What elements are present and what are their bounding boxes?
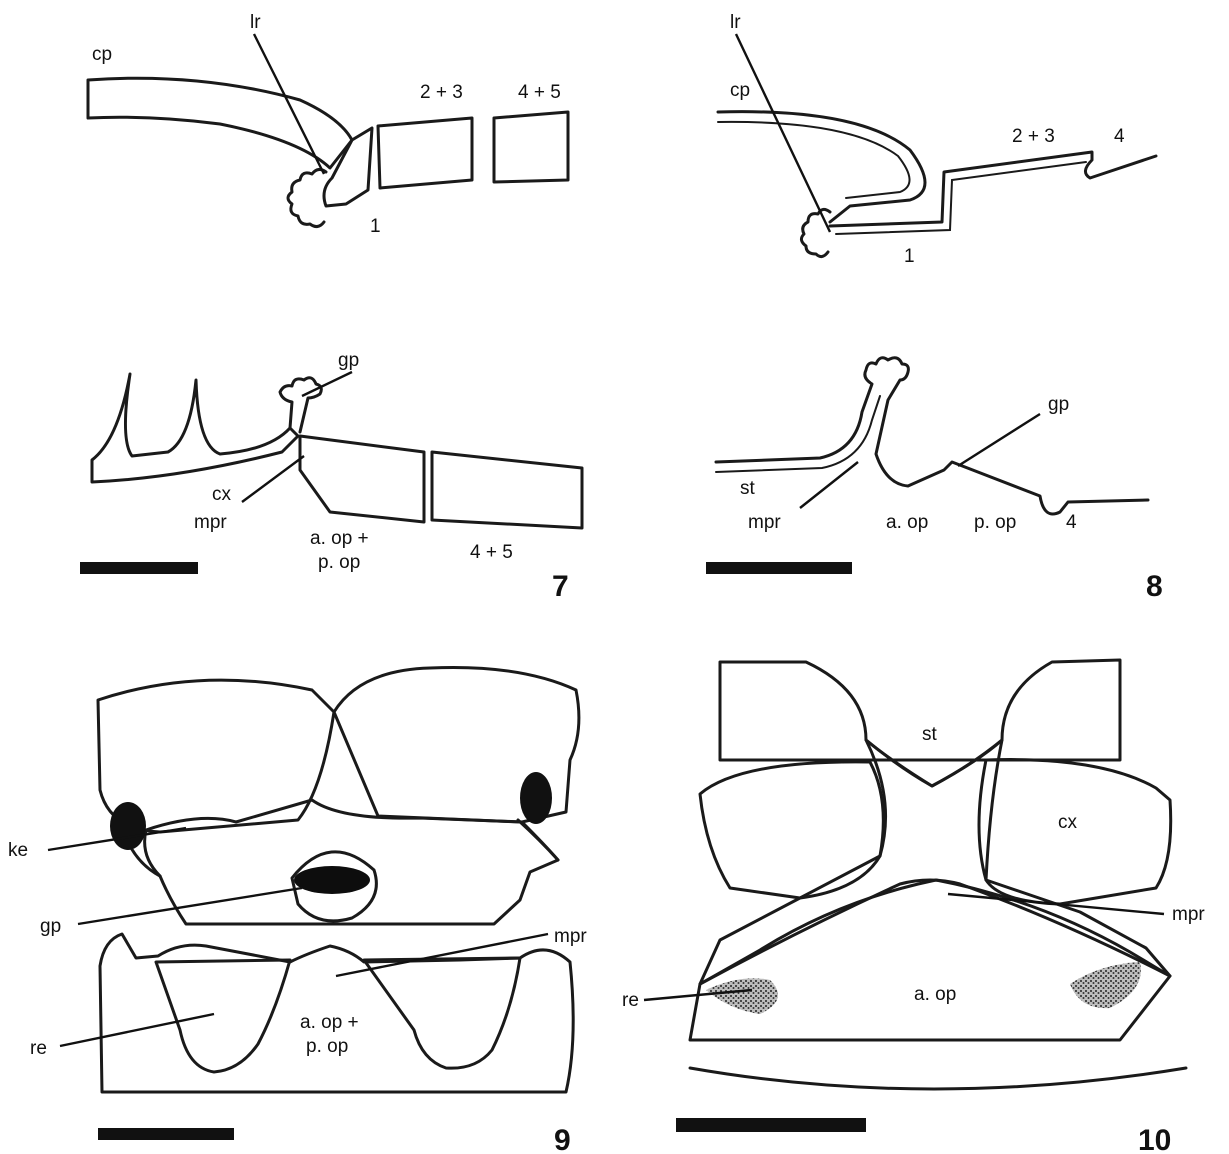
fig10-number: 10 (1138, 1124, 1171, 1154)
fig9-label-re: re (30, 1038, 47, 1059)
fig9-label-mpr: mpr (554, 926, 587, 947)
fig7-label-pop: p. op (318, 552, 360, 573)
fig9-sternal-area (145, 800, 558, 924)
fig7-coxa (92, 374, 298, 482)
fig7-label-gp: gp (338, 350, 359, 371)
fig10-label-mpr: mpr (1172, 904, 1205, 925)
fig9-left-dark-patch (110, 802, 146, 850)
fig10-mpr-leader (948, 894, 1164, 914)
fig8-label-gp: gp (1048, 394, 1069, 415)
fig10-label-cx: cx (1058, 812, 1078, 833)
fig7-mpr-leader (242, 456, 304, 502)
fig9-genital-pore (294, 866, 370, 894)
fig7-label-lr: lr (250, 12, 261, 33)
fig9-label-pop: p. op (306, 1036, 348, 1057)
fig8-scale-bar (706, 562, 852, 574)
fig9-mpr-leader (336, 934, 548, 976)
fig7-lower-section (92, 374, 582, 528)
fig7-label-cp: cp (92, 44, 112, 65)
fig9-scale-bar (98, 1128, 234, 1140)
fig9-label-ke: ke (8, 840, 28, 861)
fig10-drawing (690, 660, 1186, 1089)
fig7-label-1: 1 (370, 216, 381, 237)
fig10-label-re: re (622, 990, 639, 1011)
fig8-label-4b: 4 (1066, 512, 1077, 533)
fig8-label-aop: a. op (886, 512, 928, 533)
fig10-left-coxa (700, 762, 883, 898)
fig10-anterior-operculum (690, 880, 1170, 1040)
fig7-label-cx: cx (212, 484, 232, 505)
fig7-scale-bar (80, 562, 198, 574)
fig9-label-gp: gp (40, 916, 61, 937)
fig7-label-aop: a. op + (310, 528, 369, 549)
fig8-segment-line (830, 152, 1156, 226)
fig8-label-lr: lr (730, 12, 741, 33)
fig7-genital-papilla (280, 378, 321, 432)
fig8-label-2-3: 2 + 3 (1012, 126, 1055, 147)
fig8-label-mpr: mpr (748, 512, 781, 533)
fig8-number: 8 (1146, 570, 1163, 603)
fig9-left-recess (156, 960, 290, 1072)
fig7-label-4-5b: 4 + 5 (470, 542, 513, 563)
fig7-label-4-5: 4 + 5 (518, 82, 561, 103)
fig9-gp-leader (78, 888, 302, 924)
fig10-right-recess (1070, 962, 1141, 1008)
fig10-left-recess (706, 978, 778, 1014)
fig8-label-cp: cp (730, 80, 750, 101)
fig7-opercula (300, 436, 424, 522)
fig10-label-aop: a. op (914, 984, 956, 1005)
fig7-label-2-3: 2 + 3 (420, 82, 463, 103)
fig8-body-wall (716, 358, 1148, 514)
fig8-label-st: st (740, 478, 756, 499)
fig8-label-1: 1 (904, 246, 915, 267)
fig7-segment-4-5b (432, 452, 582, 528)
fig10-posterior-edge (690, 1068, 1186, 1089)
fig9-re-leader (60, 1014, 214, 1046)
fig7-label-mpr: mpr (194, 512, 227, 533)
fig9-label-aop: a. op + (300, 1012, 359, 1033)
fig8-gp-leader (958, 414, 1040, 466)
fig7-lr-leader (254, 34, 324, 174)
fig8-lower-section (716, 358, 1148, 514)
fig7-number: 7 (552, 570, 569, 603)
fig7-upper-section (88, 78, 568, 226)
fig7-lung-rosette (288, 169, 326, 226)
fig8-label-4: 4 (1114, 126, 1125, 147)
fig7-segment-4-5 (494, 112, 568, 182)
fig10-label-st: st (922, 724, 938, 745)
fig10-scale-bar (676, 1118, 866, 1132)
fig8-label-pop: p. op (974, 512, 1016, 533)
fig7-gp-leader (302, 372, 352, 396)
fig7-segment-2-3 (378, 118, 472, 188)
fig9-right-dark-patch (520, 772, 552, 824)
fig7-carapace (88, 78, 352, 168)
fig9-number: 9 (554, 1124, 571, 1154)
fig9-right-keel (518, 820, 558, 860)
fig8-lr-leader (736, 34, 830, 232)
fig8-lung-rosette (801, 209, 830, 256)
fig9-right-recess (364, 958, 520, 1068)
